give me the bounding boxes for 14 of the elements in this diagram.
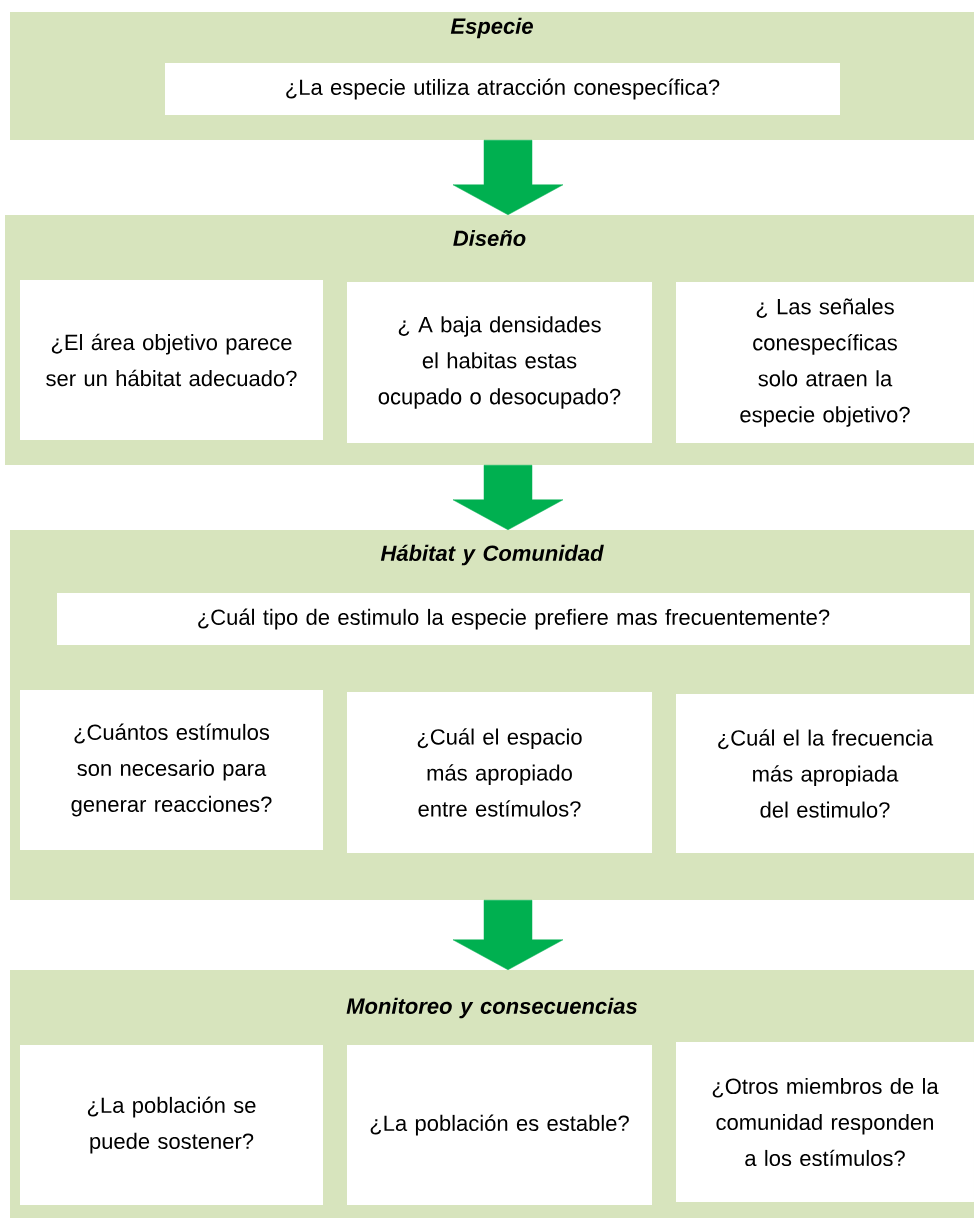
question-box: ¿Cuál el espacio más apropiado entre estímulos? (347, 692, 652, 853)
question-box: ¿ Las señales conespecíficas solo atraen la especie objetivo? (676, 282, 974, 443)
question-box: ¿La población se puede sostener? (20, 1045, 323, 1205)
block-arrow (452, 139, 564, 216)
question-box: ¿La especie utiliza atracción conespecífica? (165, 63, 840, 115)
question-box: ¿Otros miembros de la comunidad responden a los estímulos? (676, 1042, 974, 1202)
block-arrow (452, 464, 564, 531)
question-box: ¿ A baja densidades el habitas estas ocupado o desocupado? (347, 282, 652, 443)
block-arrow (452, 899, 564, 971)
question-box: ¿Cuántos estímulos son necesario para generar reacciones? (20, 690, 323, 850)
question-box: ¿La población es estable? (347, 1045, 652, 1205)
question-box: ¿Cuál el la frecuencia más apropiada del estimulo? (676, 694, 974, 853)
question-box: ¿El área objetivo parece ser un hábitat adecuado? (20, 280, 323, 440)
question-box: ¿Cuál tipo de estimulo la especie prefiere mas frecuentemente? (57, 593, 970, 645)
